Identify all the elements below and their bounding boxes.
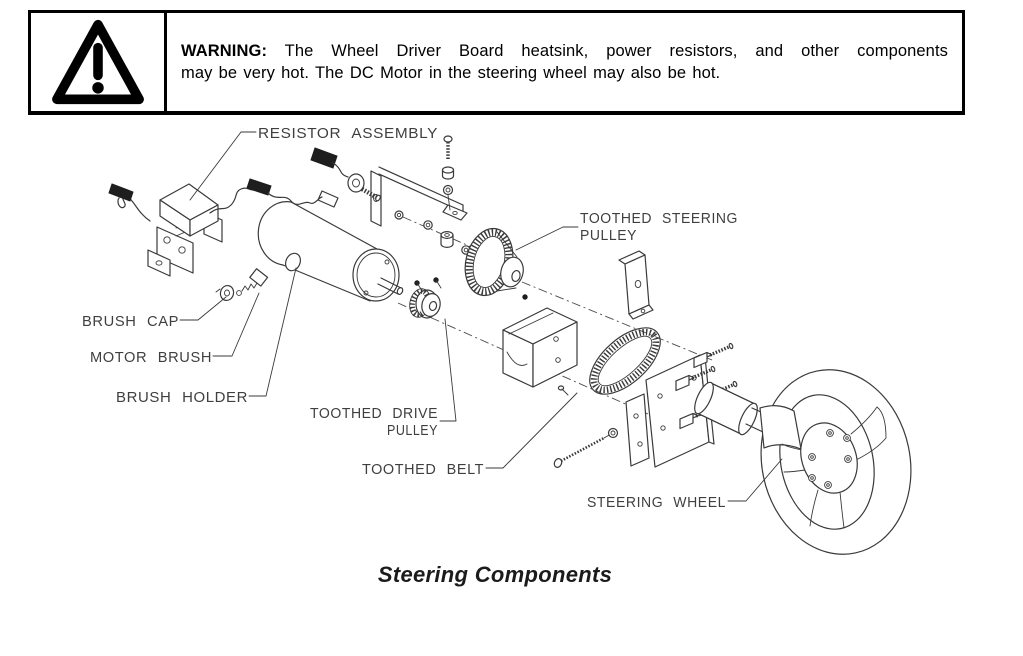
clip-plate-drawing [618,250,654,320]
leader-toothed-drive-pulley [439,318,457,422]
label-brush-cap: BRUSH CAP [82,313,179,330]
mount-plate-drawing [625,354,715,468]
toothed-belt-drawing [589,327,661,395]
label-toothed-belt: TOOTHED BELT [362,461,484,478]
label-toothed-drive-pulley-line1: TOOTHED DRIVE [310,405,438,422]
steering-pulley-hub-drawing [496,231,528,300]
motor-wire-grommet-drawing [310,147,381,202]
warning-text-line1: WARNING: The Wheel Driver Board heatsink… [181,42,948,60]
label-toothed-drive-pulley-line2: PULLEY [387,422,438,439]
warning-triangle-icon [51,19,144,105]
channel-bracket-drawing [502,307,578,396]
label-toothed-steering-pulley-line1: TOOTHED STEERING [580,210,738,227]
brush-parts-drawing [215,268,269,302]
warning-title: WARNING: [181,42,268,60]
label-steering-wheel: STEERING WHEEL [587,494,726,511]
label-toothed-steering-pulley-line2: PULLEY [580,227,637,244]
label-resistor-assembly: RESISTOR ASSEMBLY [258,125,438,142]
leader-steering-wheel [727,458,783,502]
warning-icon-cell [31,13,167,111]
resistor-assembly-drawing [108,178,323,277]
leader-brush-holder [248,267,297,397]
leader-motor-brush [212,292,260,357]
hub-bolts [808,429,852,489]
leader-resistor-assembly [189,131,257,201]
centerline-dashes [397,216,713,415]
toothed-drive-pulley-drawing [409,277,442,319]
warning-text: WARNING: The Wheel Driver Board heatsink… [167,13,962,111]
screw-washer-stack-drawing [441,135,455,211]
long-screw-drawing [553,427,619,468]
warning-box: WARNING: The Wheel Driver Board heatsink… [28,10,965,115]
callout-labels: RESISTOR ASSEMBLY TOOTHED STEERING PULLE… [82,125,783,511]
axis-washers-drawing [423,220,471,255]
leader-brush-cap [179,296,227,321]
leader-toothed-belt [485,392,578,469]
steering-column-drawing [694,381,771,436]
warning-text-line2: may be very hot. The DC Motor in the ste… [181,64,721,82]
figure-caption: Steering Components [377,562,613,587]
leader-toothed-steering-pulley [515,226,579,251]
steering-wheel-drawing [759,369,912,555]
label-motor-brush: MOTOR BRUSH [90,349,212,366]
dc-motor-drawing [257,190,404,302]
label-brush-holder: BRUSH HOLDER [116,389,248,406]
mount-bracket-drawing [370,166,468,227]
